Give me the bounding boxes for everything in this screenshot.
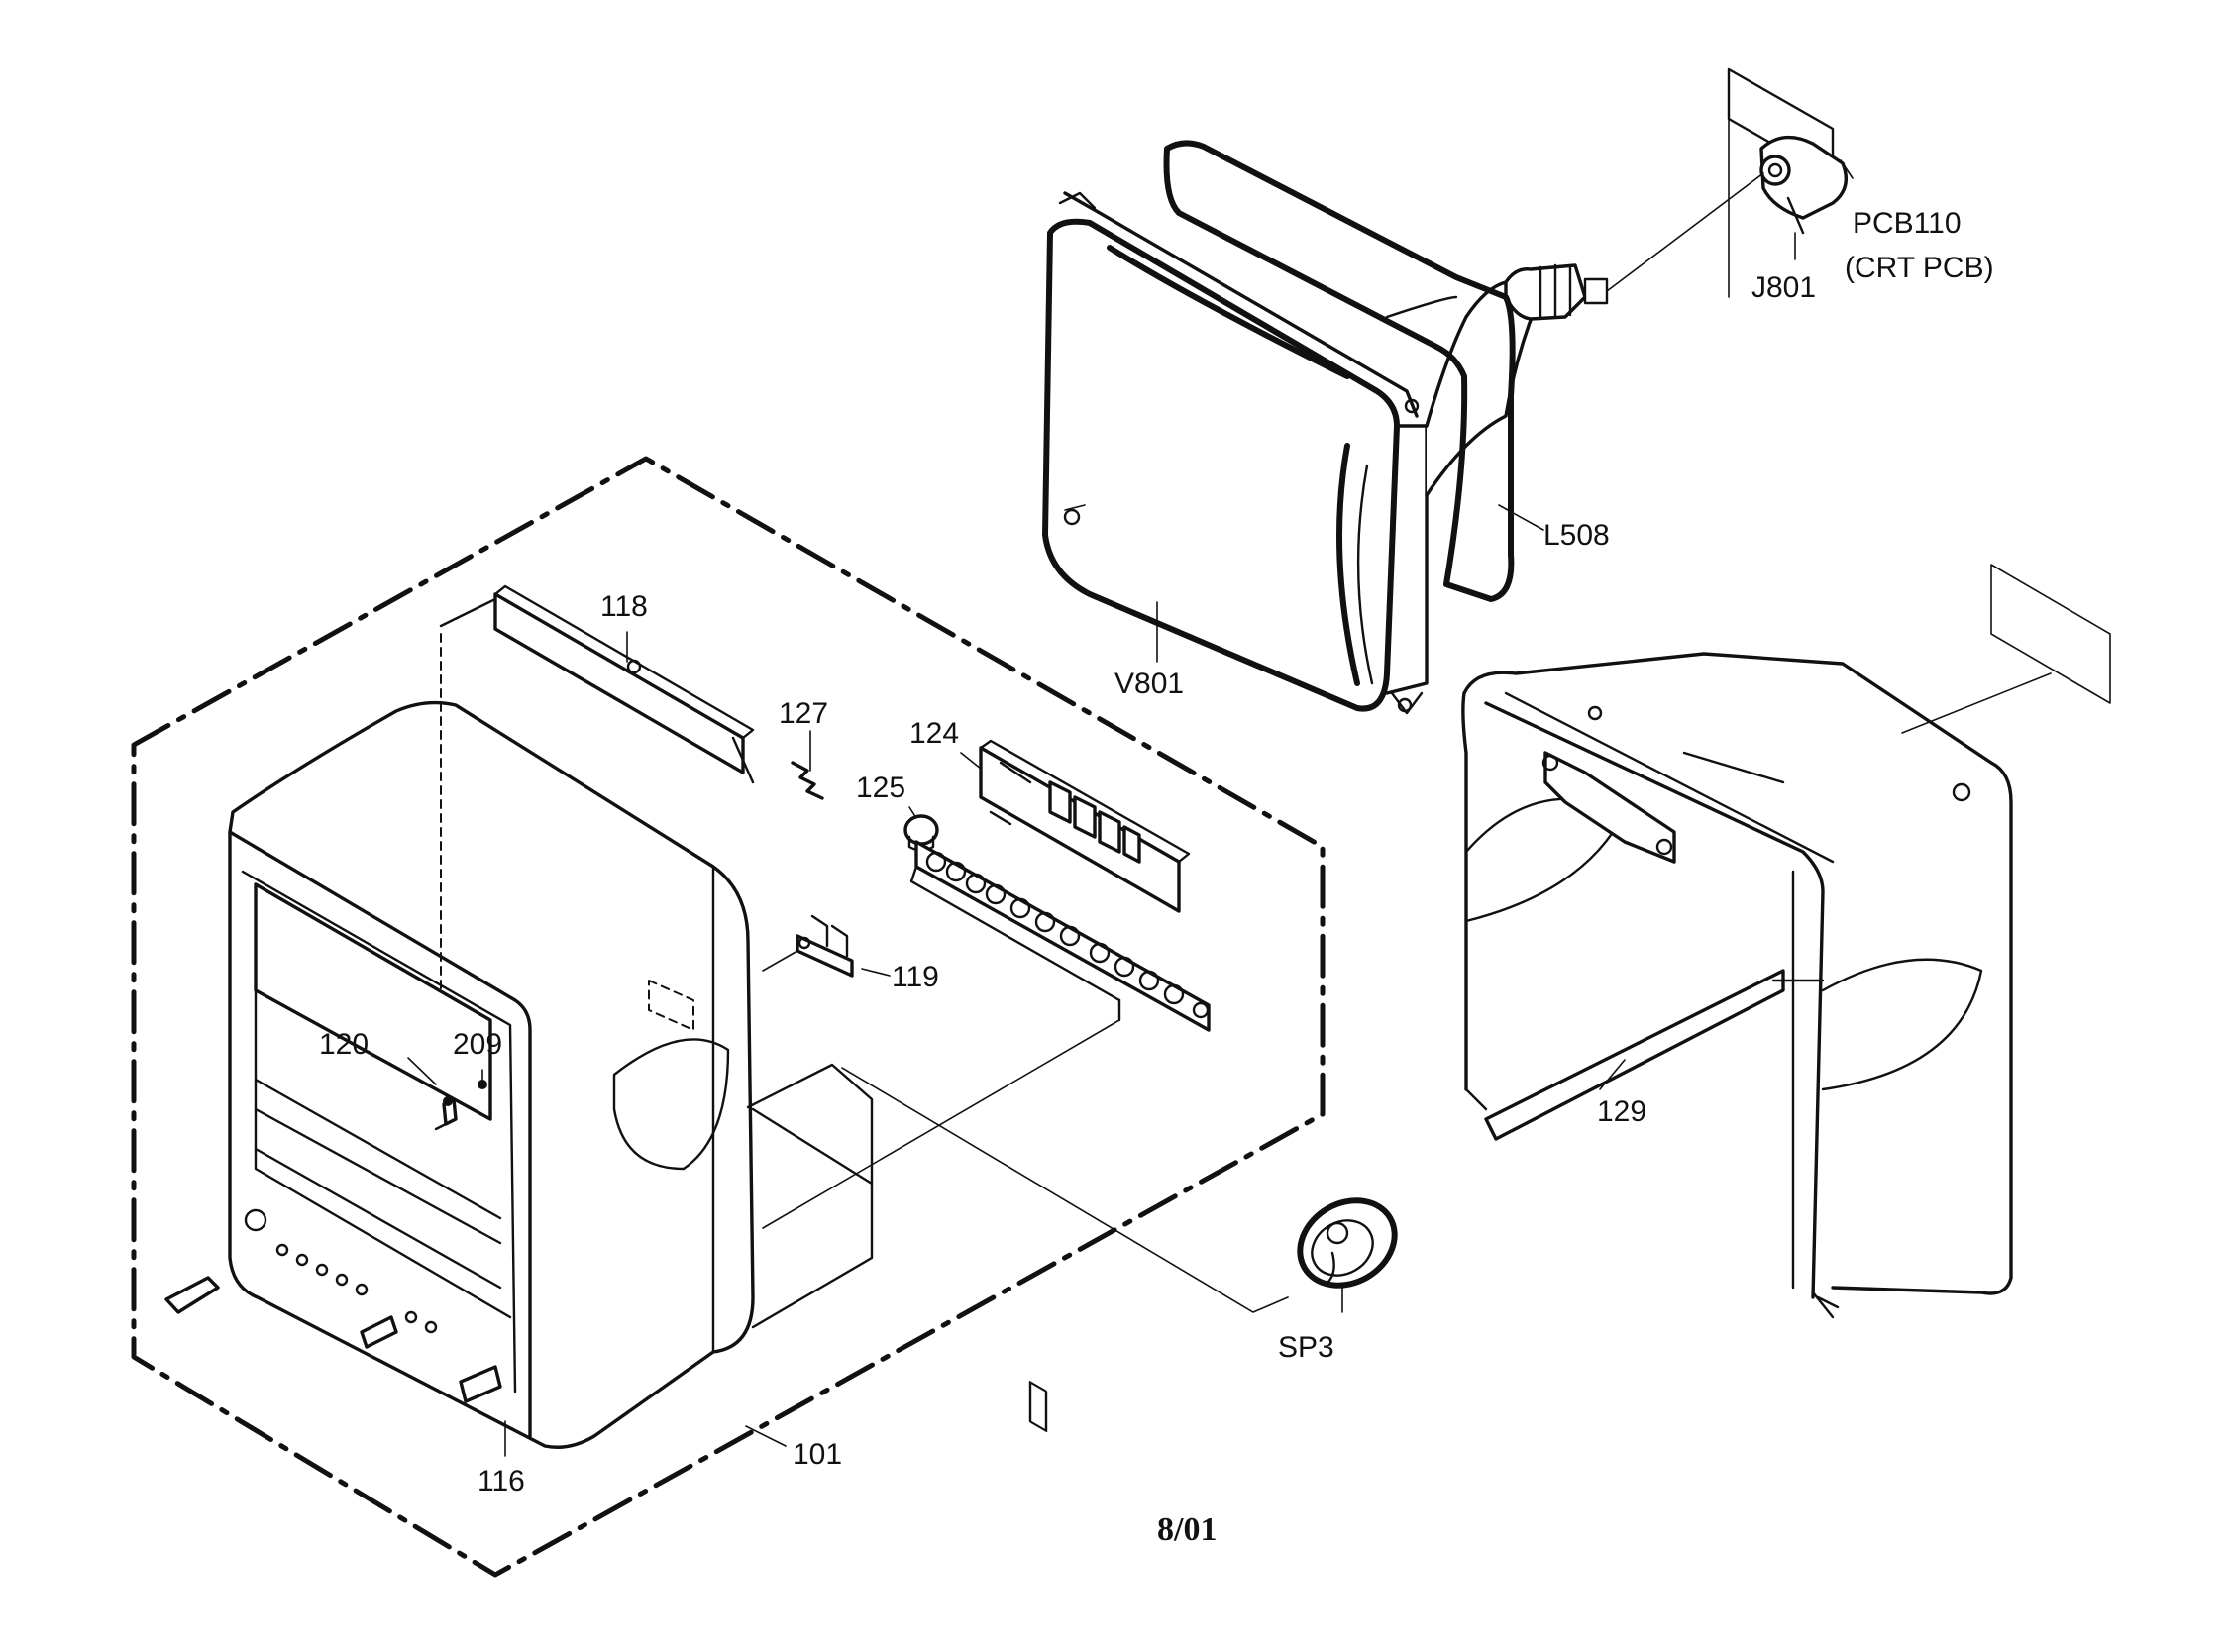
control-pcb-124 [979, 739, 1191, 1433]
label-124: 124 [909, 717, 959, 750]
label-119: 119 [892, 961, 939, 993]
speaker-wire [841, 1067, 1289, 1313]
back-cover-129 [1461, 564, 2111, 1319]
label-pcb110: PCB110 [1853, 207, 1962, 240]
label-118: 118 [600, 590, 648, 623]
neck-to-socket-leader [1606, 172, 1764, 292]
screw-209 [478, 1080, 487, 1089]
label-209: 209 [453, 1028, 502, 1061]
label-v801: V801 [1114, 668, 1184, 700]
label-l508: L508 [1543, 519, 1610, 552]
label-crt-pcb: (CRT PCB) [1845, 252, 1994, 284]
leader-lines [407, 159, 1854, 1457]
front-cabinet-116 [164, 700, 755, 1449]
date-code: 8/01 [1157, 1511, 1217, 1548]
callout-labels: PCB110 (CRT PCB) J801 L508 V801 118 127 … [319, 207, 1994, 1548]
label-127: 127 [779, 697, 828, 730]
switch-119 [762, 914, 854, 978]
label-116: 116 [478, 1465, 525, 1497]
label-sp3: SP3 [1278, 1331, 1334, 1364]
degaussing-coil-l508 [1163, 140, 1516, 602]
jack-panel-pcb [762, 840, 1211, 1229]
top-bracket-118 [439, 584, 755, 991]
j801-crt-socket [1759, 135, 1848, 235]
label-j801: J801 [1751, 271, 1816, 304]
spring-127 [791, 761, 824, 800]
bottom-plate [746, 1063, 874, 1329]
label-125: 125 [856, 772, 905, 804]
bracket-120 [434, 1096, 458, 1131]
crt-picture-tube-v801 [1042, 191, 1609, 715]
assembly-boundary-101 [131, 456, 1326, 1578]
label-129: 129 [1597, 1095, 1646, 1128]
label-120: 120 [319, 1028, 369, 1061]
speaker-sp3 [1297, 1197, 1398, 1289]
label-101: 101 [793, 1438, 842, 1471]
